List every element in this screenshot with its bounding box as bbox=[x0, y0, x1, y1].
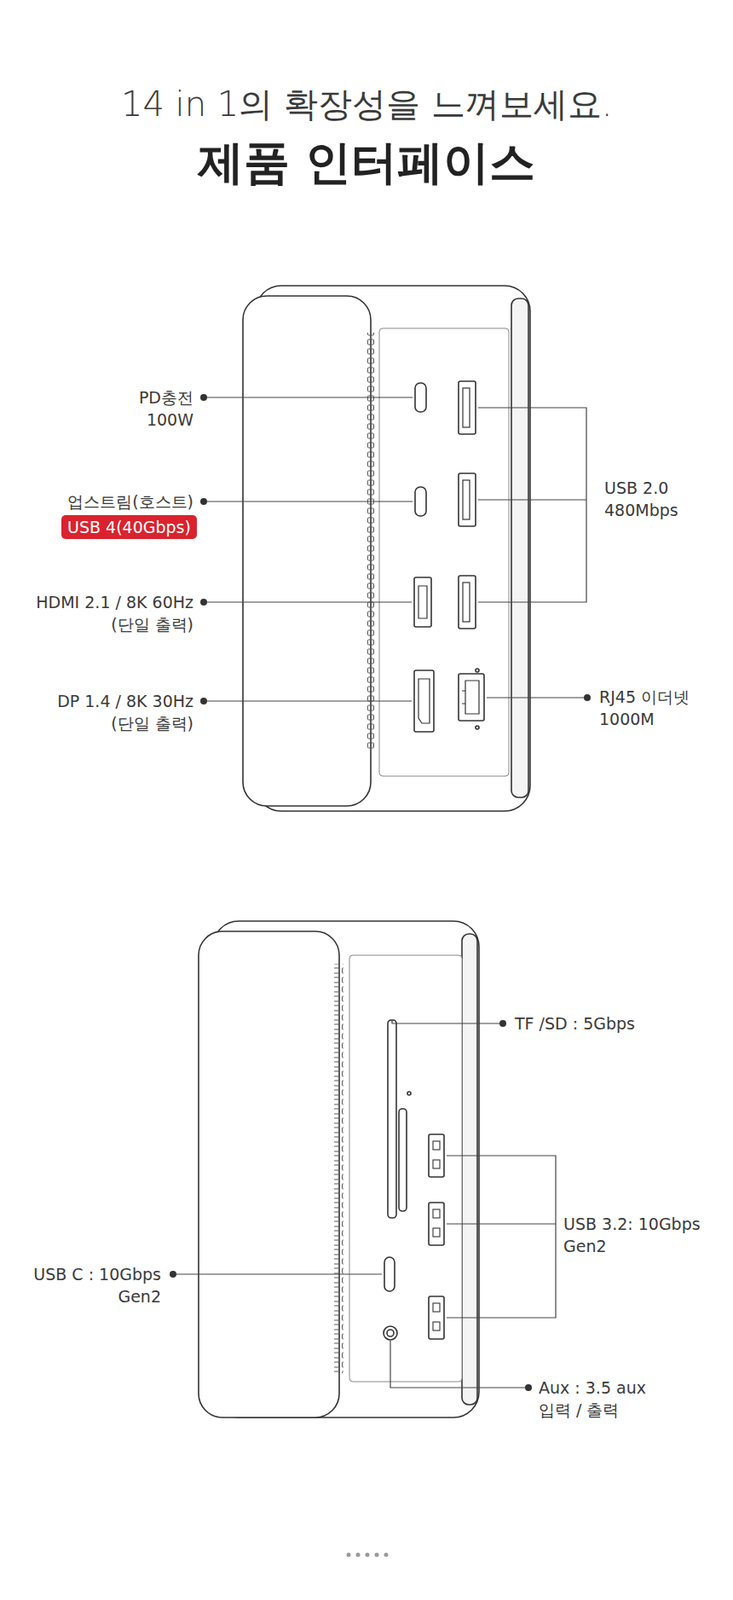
port-label: Aux : 3.5 aux 입력 / 출력 bbox=[538, 1375, 648, 1420]
port-label: RJ45 이더넷 1000M bbox=[599, 685, 693, 730]
port-label: USB 2.0 480Mbps bbox=[604, 476, 671, 521]
port-label: DP 1.4 / 8K 30Hz (단일 출력) bbox=[55, 689, 194, 734]
port-label: PD충전 100W bbox=[136, 386, 194, 431]
page-dots bbox=[346, 1552, 389, 1557]
port-label: USB C : 10Gbps Gen2 bbox=[31, 1262, 162, 1307]
port-label: TF /SD : 5Gbps bbox=[514, 1011, 635, 1034]
leader-lines bbox=[173, 397, 588, 1387]
leader-dots bbox=[169, 393, 591, 1391]
port-label: HDMI 2.1 / 8K 60Hz (단일 출력) bbox=[34, 590, 194, 635]
title: 제품 인터페이스 bbox=[0, 134, 733, 191]
port-label: USB 3.2: 10Gbps Gen2 bbox=[563, 1212, 703, 1257]
port-label: 업스트림(호스트) bbox=[67, 490, 194, 513]
subtitle: 14 in 1의 확장성을 느껴보세요. bbox=[121, 80, 612, 127]
highlight-badge: USB 4(40Gbps) bbox=[61, 514, 197, 539]
badge-text: USB 4(40Gbps) bbox=[67, 517, 191, 537]
